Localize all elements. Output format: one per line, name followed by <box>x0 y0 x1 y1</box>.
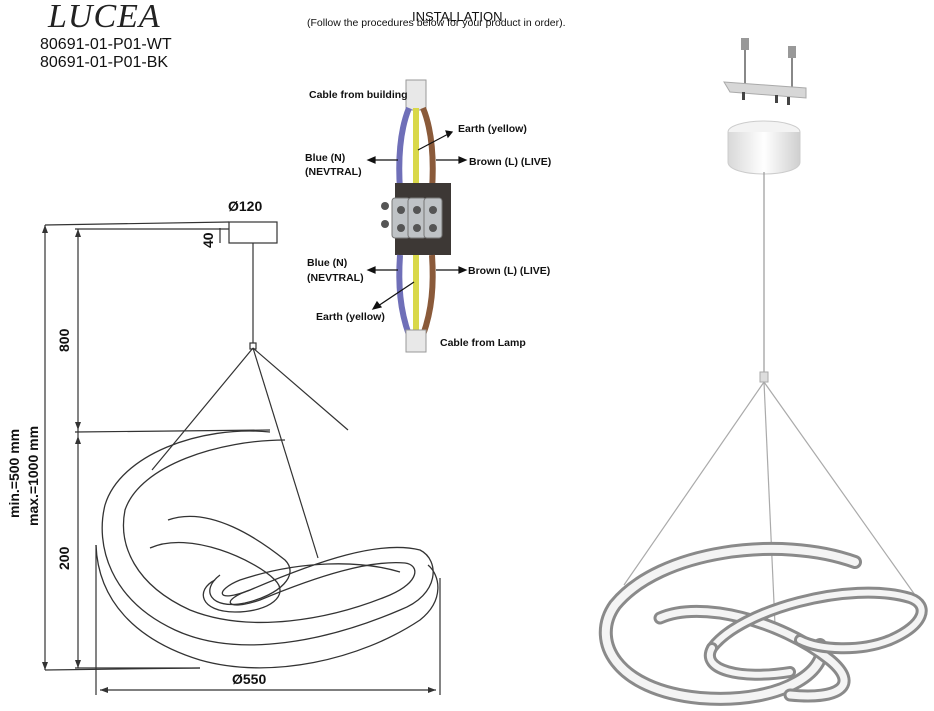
support-wire-left <box>151 347 254 471</box>
support-wire-right <box>252 347 349 431</box>
dim-canopy-diameter: Ø120 <box>228 198 263 214</box>
label-blue-top: Blue (N) <box>305 152 346 164</box>
label-earth-top: Earth (yellow) <box>458 123 527 135</box>
label-blue-bottom: Blue (N) <box>307 257 348 269</box>
label-earth-bottom: Earth (yellow) <box>316 311 385 323</box>
installation-subtitle: (Follow the procedures below for your pr… <box>307 17 566 29</box>
label-neutral-top: (NEVTRAL) <box>305 166 362 178</box>
label-brown-top: Brown (L) (LIVE) <box>469 156 552 168</box>
product-code-bk: 80691-01-P01-BK <box>40 54 169 71</box>
brand-logo: LUCEA <box>48 0 161 35</box>
label-cable-from-building: Cable from building <box>309 89 408 101</box>
ring-outline <box>95 430 439 669</box>
label-neutral-bottom: (NEVTRAL) <box>307 272 364 284</box>
dim-ring-diameter: Ø550 <box>232 671 267 687</box>
support-wire-center <box>252 347 319 559</box>
label-cable-from-lamp: Cable from Lamp <box>440 337 526 349</box>
label-brown-bottom: Brown (L) (LIVE) <box>468 265 551 277</box>
product-code-wt: 80691-01-P01-WT <box>40 36 172 53</box>
installation-title: INSTALLATION <box>412 9 503 24</box>
